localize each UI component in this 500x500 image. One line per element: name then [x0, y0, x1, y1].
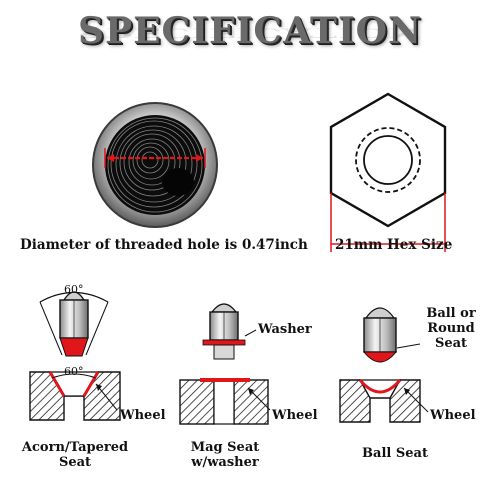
- ball-seat-callout-line1: Ball or: [426, 306, 476, 321]
- ball-seat-callout-line3: Seat: [434, 336, 468, 351]
- acorn-wheel-label: Wheel: [120, 408, 166, 423]
- hex-size-caption: 21mm Hex Size: [335, 237, 453, 253]
- ball-seat-illustration: [339, 307, 429, 423]
- ball-seat-callout: Ball or Round Seat: [416, 306, 486, 351]
- ball-wheel-label: Wheel: [430, 408, 476, 423]
- hex-nut-top-view: [329, 92, 447, 252]
- mag-seat-caption-line2: w/washer: [191, 455, 259, 470]
- threaded-hole-caption: Diameter of threaded hole is 0.47inch: [20, 237, 308, 253]
- acorn-angle-bottom: 60°: [64, 365, 84, 378]
- acorn-seat-illustration: [29, 291, 121, 421]
- ball-seat-caption: Ball Seat: [362, 446, 428, 461]
- acorn-seat-caption-line1: Acorn/Tapered: [21, 440, 129, 455]
- mag-seat-caption: Mag Seat w/washer: [175, 440, 275, 470]
- washer-label: Washer: [258, 322, 312, 337]
- mag-seat-caption-line1: Mag Seat: [190, 440, 260, 455]
- acorn-seat-caption: Acorn/Tapered Seat: [20, 440, 130, 470]
- acorn-angle-top: 60°: [64, 283, 84, 296]
- ball-seat-callout-line2: Round: [427, 321, 475, 336]
- mag-seat-illustration: [179, 303, 271, 425]
- acorn-seat-caption-line2: Seat: [58, 455, 92, 470]
- mag-wheel-label: Wheel: [272, 408, 318, 423]
- page-title: SPECIFICATION: [78, 10, 422, 52]
- threaded-hole-illustration: [92, 102, 218, 228]
